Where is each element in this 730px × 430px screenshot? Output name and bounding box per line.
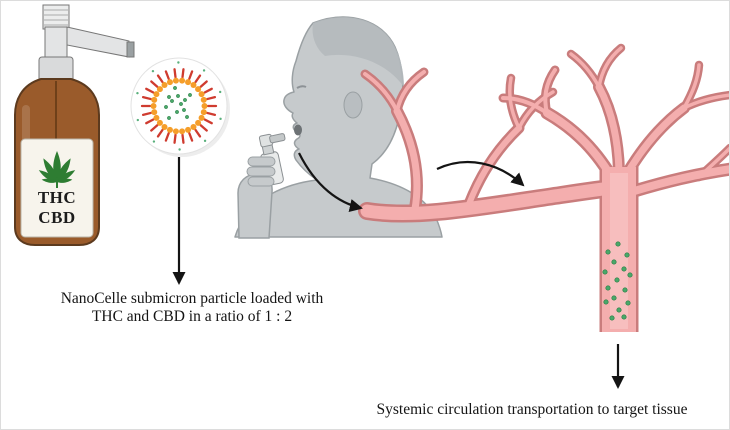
bottle-collar	[38, 56, 74, 82]
mouth-opening	[294, 124, 302, 136]
spray-nozzle	[126, 41, 135, 58]
bottle-label: THC CBD	[21, 188, 93, 228]
bottle-label-thc: THC	[37, 188, 77, 207]
fingers	[246, 156, 276, 187]
curved-flow-arrow-icon	[298, 152, 363, 212]
spray-arm	[66, 26, 130, 58]
cannabis-leaf-icon	[38, 151, 76, 188]
handheld-nozzle	[269, 133, 286, 144]
bottle-label-cbd: CBD	[38, 208, 76, 227]
person-using-oral-spray	[234, 16, 443, 239]
caption-nanocelle-line2: THC and CBD in a ratio of 1 : 2	[91, 307, 293, 325]
caption-nanocelle: NanoCelle submicron particle loaded with…	[6, 290, 378, 325]
pump-stem	[44, 26, 68, 60]
eye	[296, 85, 307, 89]
caption-systemic: Systemic circulation transportation to t…	[376, 401, 688, 418]
nanoparticles-in-vessel	[602, 241, 633, 321]
vessel-junction	[604, 169, 634, 329]
ear	[343, 91, 363, 119]
hair	[312, 17, 404, 87]
micelle-backdrop-circle	[130, 57, 228, 155]
micelle-particle-ring	[136, 61, 222, 151]
caption-nanocelle-line1: NanoCelle submicron particle loaded with	[60, 290, 324, 307]
curved-flow-arrow-icon	[436, 161, 525, 187]
nanocelle-micelle-inset	[130, 57, 230, 157]
flow-arrows	[172, 152, 625, 389]
thc-cbd-spray-bottle	[14, 4, 135, 246]
